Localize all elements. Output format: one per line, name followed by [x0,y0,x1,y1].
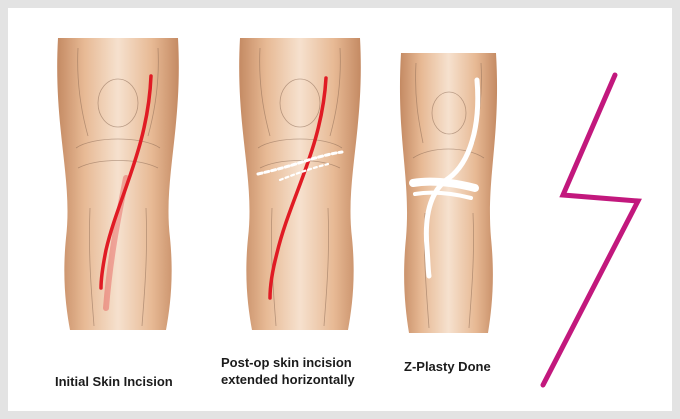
z-shape-symbol [518,63,668,393]
diagram-frame: Initial Skin Incision Post-op skin incis… [8,8,672,411]
caption-line: Initial Skin Incision [55,373,173,390]
knee-illustration-initial [48,8,188,338]
caption-line: Z-Plasty Done [404,358,491,375]
leg-skin [57,38,179,330]
knee-illustration-zplasty [391,8,506,348]
caption-line: Post-op skin incision [221,354,355,371]
knee-illustration-extended [230,8,370,338]
caption-initial-incision: Initial Skin Incision [55,373,173,390]
caption-extended-incision: Post-op skin incision extended horizonta… [221,354,355,388]
caption-zplasty-done: Z-Plasty Done [404,358,491,375]
caption-line: extended horizontally [221,371,355,388]
